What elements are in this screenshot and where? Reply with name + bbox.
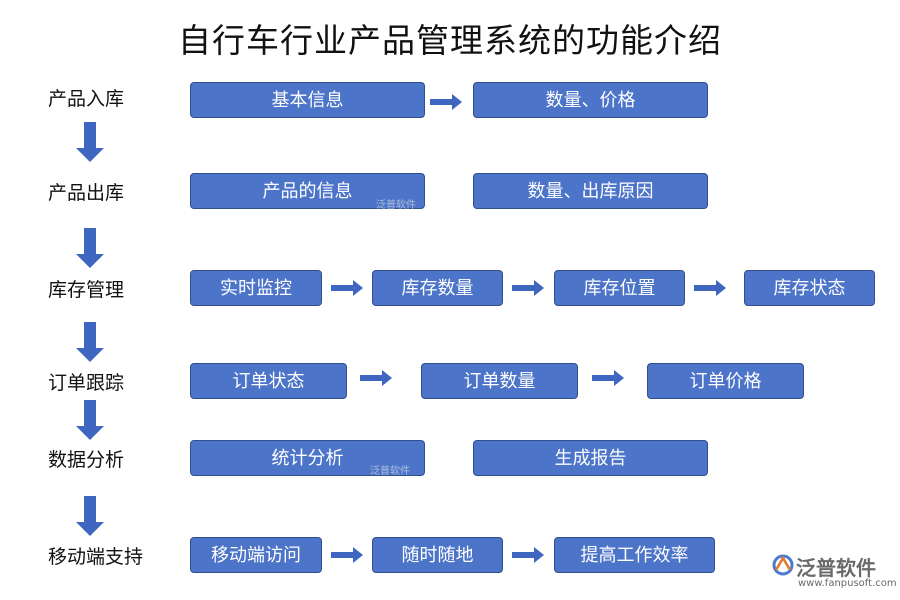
right-arrow: [331, 547, 363, 563]
logo-url-text: www.fanpusoft.com: [798, 578, 897, 589]
box-quantity-reason: 数量、出库原因: [473, 173, 708, 209]
box-quantity-price: 数量、价格: [473, 82, 708, 118]
box-improve-efficiency: 提高工作效率: [554, 537, 715, 573]
down-arrow: [76, 322, 104, 362]
box-order-price: 订单价格: [647, 363, 804, 399]
box-anytime-anywhere: 随时随地: [372, 537, 503, 573]
watermark: 泛普软件: [376, 200, 416, 211]
right-arrow: [331, 280, 363, 296]
box-basic-info: 基本信息: [190, 82, 425, 118]
box-order-status: 订单状态: [190, 363, 347, 399]
box-realtime-monitor: 实时监控: [190, 270, 322, 306]
category-label-inventory: 库存管理: [48, 279, 125, 301]
brand-logo: 泛普软件 www.fanpusoft.com: [772, 552, 897, 592]
down-arrow: [76, 122, 104, 162]
category-label-inbound: 产品入库: [48, 88, 125, 110]
logo-brand-text: 泛普软件: [796, 556, 876, 580]
right-arrow: [430, 94, 462, 110]
right-arrow: [512, 280, 544, 296]
down-arrow: [76, 228, 104, 268]
down-arrow: [76, 400, 104, 440]
box-stock-status: 库存状态: [744, 270, 875, 306]
category-label-data-analysis: 数据分析: [48, 449, 125, 471]
category-label-order-tracking: 订单跟踪: [48, 372, 125, 394]
box-product-info: 产品的信息: [190, 173, 425, 209]
right-arrow: [360, 370, 392, 386]
category-label-outbound: 产品出库: [48, 182, 125, 204]
category-label-mobile-support: 移动端支持: [48, 546, 144, 568]
watermark: 泛普软件: [370, 466, 410, 477]
right-arrow: [694, 280, 726, 296]
box-order-quantity: 订单数量: [421, 363, 578, 399]
box-statistical-analysis: 统计分析: [190, 440, 425, 476]
fanpu-logo-icon: [772, 554, 794, 576]
box-generate-report: 生成报告: [473, 440, 708, 476]
box-stock-location: 库存位置: [554, 270, 685, 306]
diagram-title: 自行车行业产品管理系统的功能介绍: [178, 21, 722, 60]
right-arrow: [512, 547, 544, 563]
box-stock-quantity: 库存数量: [372, 270, 503, 306]
down-arrow: [76, 496, 104, 536]
right-arrow: [592, 370, 624, 386]
box-mobile-access: 移动端访问: [190, 537, 322, 573]
